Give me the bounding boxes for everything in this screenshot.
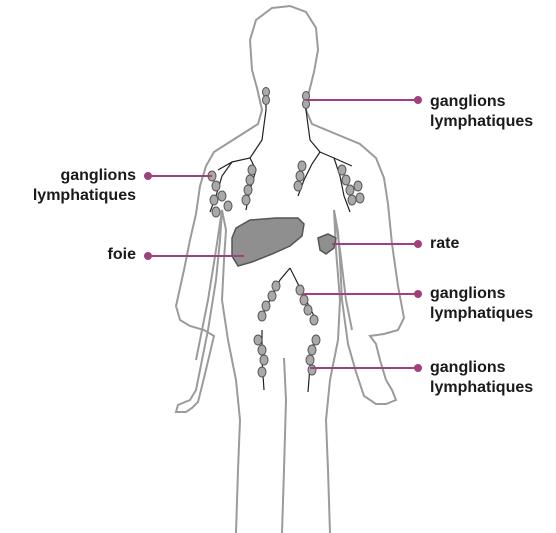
label-liver-text: foie [108, 245, 136, 265]
label-armpit-line2: lymphatiques [33, 186, 136, 206]
label-neck-line2: lymphatiques [430, 112, 533, 132]
label-groin-nodes: ganglions lymphatiques [430, 358, 533, 398]
left-arm-inner [196, 210, 222, 360]
label-abdomen-line1: ganglions [430, 284, 533, 304]
label-spleen-text: rate [430, 234, 459, 254]
label-armpit-nodes: ganglions lymphatiques [33, 166, 136, 206]
label-abdomen-line2: lymphatiques [430, 304, 533, 324]
body-outline [176, 6, 404, 533]
label-spleen: rate [430, 234, 459, 254]
label-groin-line1: ganglions [430, 358, 533, 378]
label-neck-nodes: ganglions lymphatiques [430, 92, 533, 132]
label-armpit-line1: ganglions [33, 166, 136, 186]
label-liver: foie [108, 245, 136, 265]
label-neck-line1: ganglions [430, 92, 533, 112]
label-abdomen-nodes: ganglions lymphatiques [430, 284, 533, 324]
label-groin-line2: lymphatiques [430, 378, 533, 398]
leg-separator [282, 358, 286, 533]
liver-shape [232, 218, 304, 266]
